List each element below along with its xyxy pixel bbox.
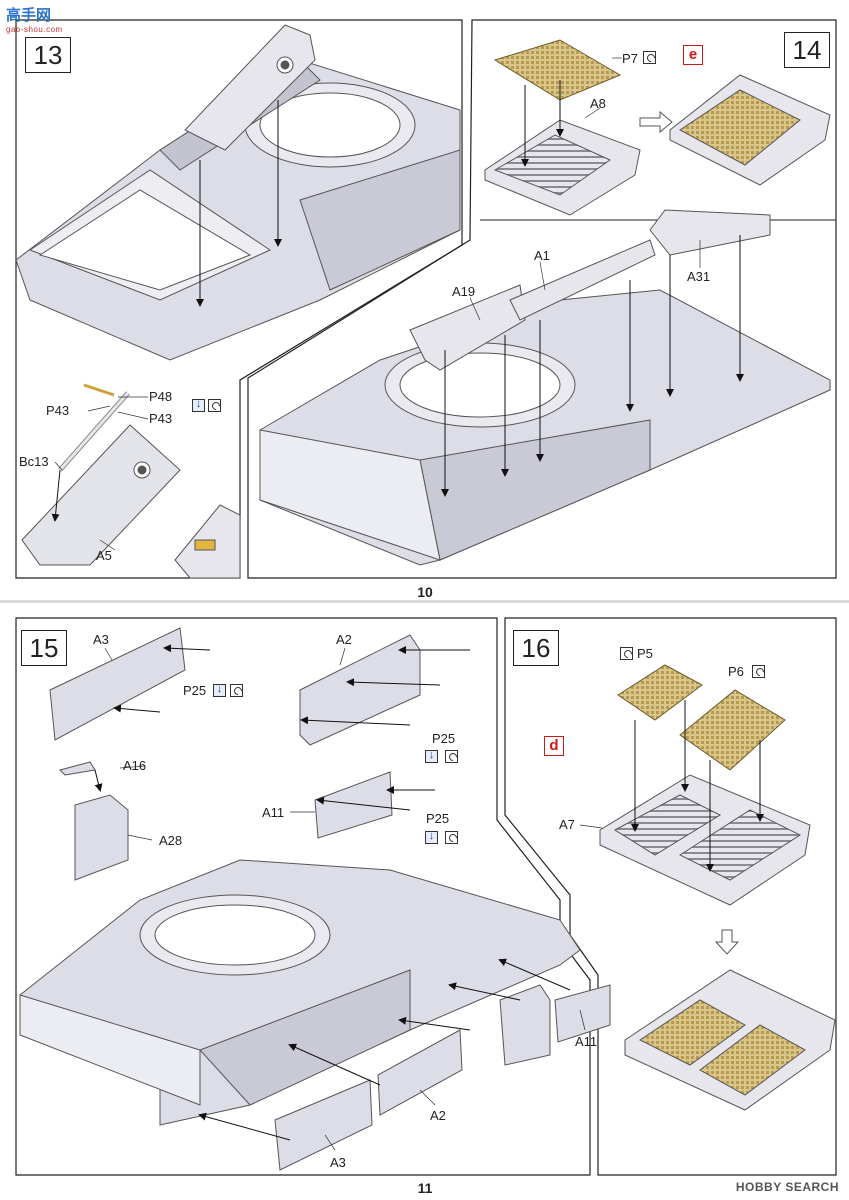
part-label-p7: P7 <box>622 51 638 66</box>
remove-gate-icon <box>213 683 226 697</box>
bend-icon <box>445 750 458 763</box>
part-label-p25-a: P25 <box>183 683 207 698</box>
remove-gate-icon <box>192 398 205 412</box>
part-label-a1: A1 <box>534 248 550 263</box>
step-14-a8-done <box>669 74 831 186</box>
page-number-10: 10 <box>417 584 433 600</box>
step-13-plate <box>184 24 316 151</box>
part-label-a2-bottom: A2 <box>430 1108 446 1123</box>
step-14-plates <box>409 209 771 371</box>
step-14-next-arrow <box>639 110 673 134</box>
part-label-a16: A16 <box>123 758 147 773</box>
part-label-p5: P5 <box>637 646 653 661</box>
step-15-number: 15 <box>21 630 67 666</box>
part-label-a28: A28 <box>159 833 183 848</box>
page-number-11: 11 <box>417 1180 433 1196</box>
step-13-detail <box>174 504 241 579</box>
part-label-a2-top: A2 <box>336 632 352 647</box>
step-16-a7-part <box>599 774 811 906</box>
step-16-frame <box>504 617 837 1176</box>
bend-icon <box>208 399 221 412</box>
part-label-a11-bottom: A11 <box>575 1034 598 1049</box>
step-13-number: 13 <box>25 37 71 73</box>
step-14-a8-part <box>484 119 641 216</box>
part-label-p25-c: P25 <box>426 811 450 826</box>
part-label-a11-top: A11 <box>262 805 285 820</box>
step-14-hull <box>259 289 831 566</box>
part-label-a3-bottom: A3 <box>330 1155 346 1170</box>
sequence-marker-d: d <box>544 736 564 756</box>
bend-icon <box>620 647 633 660</box>
watermark-domain: gao-shou.com <box>6 25 63 34</box>
part-label-p43-right: P43 <box>149 411 173 426</box>
hobby-search-watermark: HOBBY SEARCH <box>735 1180 839 1194</box>
step-13-rod <box>58 383 130 472</box>
step-14-number: 14 <box>784 32 830 68</box>
remove-gate-icon <box>425 749 438 763</box>
step-16-mesh <box>617 664 786 771</box>
part-label-bc13: Bc13 <box>19 454 49 469</box>
bend-icon <box>445 831 458 844</box>
step-14-mesh-top <box>493 39 622 101</box>
sheet-gap <box>0 600 849 603</box>
step-14-frame <box>247 19 837 579</box>
step-16-a7-done <box>624 969 836 1111</box>
step-13-a5-plate <box>21 424 181 566</box>
step-13-frame <box>15 19 463 579</box>
part-label-p48: P48 <box>149 389 173 404</box>
bend-icon <box>230 684 243 697</box>
step-13-hull <box>15 59 461 361</box>
bend-icon <box>752 665 765 678</box>
step-15-hull <box>19 859 581 1126</box>
part-label-p6: P6 <box>728 664 744 679</box>
watermark-logo-text: 高手网 <box>6 7 52 24</box>
part-label-a31: A31 <box>687 269 711 284</box>
part-label-a5: A5 <box>96 548 112 563</box>
part-label-a8: A8 <box>590 96 606 111</box>
step-16-number: 16 <box>513 630 559 666</box>
part-label-p43-left: P43 <box>46 403 70 418</box>
part-label-a7: A7 <box>559 817 575 832</box>
watermark-logo: 高手网 gao-shou.com <box>6 4 63 34</box>
remove-gate-icon <box>425 830 438 844</box>
step-15-panels <box>49 627 611 1171</box>
part-label-a19: A19 <box>452 284 476 299</box>
bend-icon <box>643 51 656 64</box>
part-label-a3-top: A3 <box>93 632 109 647</box>
step-16-down-arrow <box>714 929 740 955</box>
sequence-marker-e: e <box>683 45 703 65</box>
part-label-p25-b: P25 <box>432 731 456 746</box>
